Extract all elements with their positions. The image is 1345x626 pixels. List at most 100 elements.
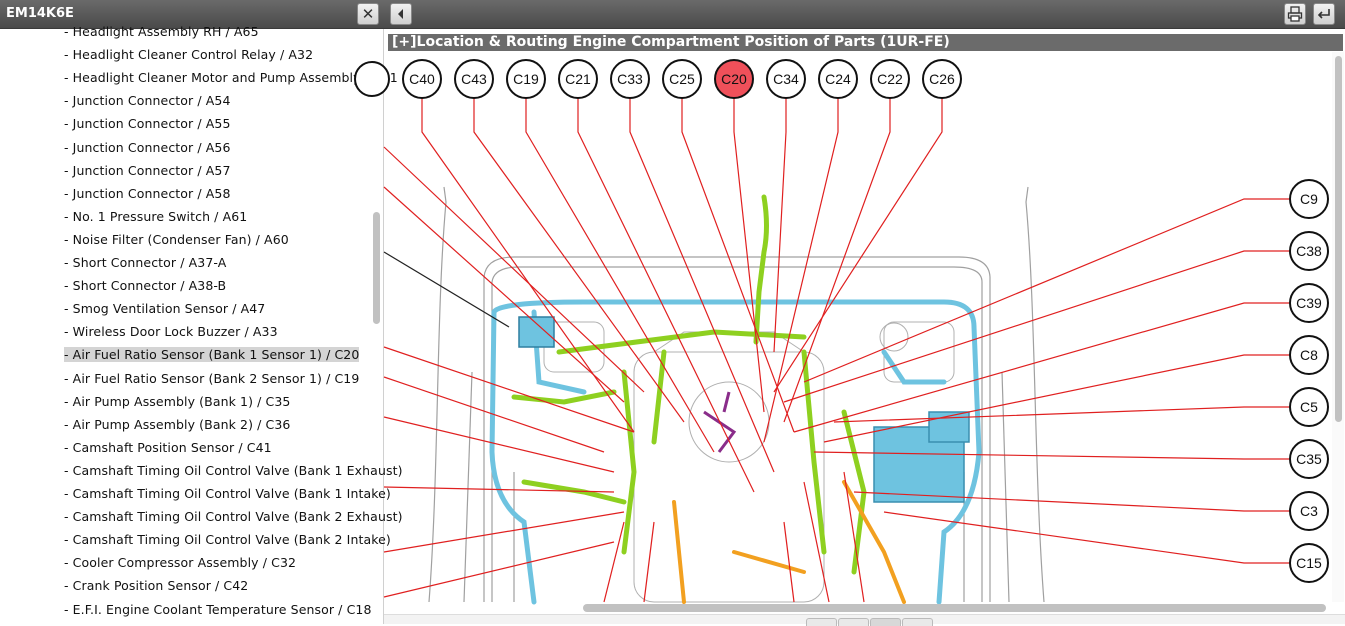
- connector-c40[interactable]: C40: [402, 59, 442, 99]
- parts-list-item-label: - Camshaft Timing Oil Control Valve (Ban…: [64, 462, 403, 478]
- parts-list-item[interactable]: - Junction Connector / A57: [64, 160, 370, 182]
- parts-list-item[interactable]: - Camshaft Timing Oil Control Valve (Ban…: [64, 483, 391, 505]
- wire-harness-orange: [672, 480, 906, 604]
- connector-c3[interactable]: C3: [1289, 491, 1329, 531]
- connector-c19[interactable]: C19: [506, 59, 546, 99]
- parts-list-item[interactable]: - Junction Connector / A54: [64, 90, 370, 112]
- diagram-title[interactable]: [+]Location & Routing Engine Compartment…: [392, 34, 950, 50]
- leader-line: [773, 97, 943, 393]
- leader-line: [383, 346, 635, 433]
- connector-c15[interactable]: C15: [1289, 543, 1329, 583]
- connector-c25[interactable]: C25: [662, 59, 702, 99]
- connector-c5[interactable]: C5: [1289, 387, 1329, 427]
- parts-list-item[interactable]: - Camshaft Timing Oil Control Valve (Ban…: [64, 460, 402, 482]
- leader-line: [733, 97, 765, 413]
- connector-circle: [1289, 335, 1329, 375]
- leader-line: [773, 97, 787, 353]
- leader-line: [421, 97, 635, 433]
- leader-line: [763, 97, 839, 443]
- leader-line: [783, 521, 795, 603]
- connector-c26[interactable]: C26: [922, 59, 962, 99]
- print-button[interactable]: [1284, 3, 1306, 25]
- parts-list-item[interactable]: - Camshaft Timing Oil Control Valve (Ban…: [64, 506, 402, 528]
- parts-list-item[interactable]: - Wireless Door Lock Buzzer / A33: [64, 321, 370, 343]
- close-button[interactable]: ✕: [357, 3, 379, 25]
- connector-label: C34: [773, 71, 799, 87]
- connector-label: C40: [409, 71, 435, 87]
- zoom-button-1[interactable]: [806, 618, 837, 626]
- parts-list-item[interactable]: - Junction Connector / A55: [64, 113, 370, 135]
- parts-list-item-label: - Junction Connector / A57: [64, 162, 231, 178]
- parts-list-item[interactable]: - No. 1 Pressure Switch / A61: [64, 206, 370, 228]
- connector-circle: [1289, 283, 1329, 323]
- connector-label: C5: [1300, 399, 1318, 415]
- parts-list-item[interactable]: - E.F.I. Engine Coolant Temperature Sens…: [64, 599, 371, 621]
- leader-line: [383, 486, 615, 493]
- parts-list-item[interactable]: - Camshaft Position Sensor / C41: [64, 437, 370, 459]
- parts-list-item[interactable]: - Headlight Cleaner Control Relay / A32: [64, 44, 370, 66]
- connector-c39[interactable]: C39: [1289, 283, 1329, 323]
- connector-c21[interactable]: C21: [558, 59, 598, 99]
- connector-circle: [870, 59, 910, 99]
- leader-line: [843, 471, 865, 603]
- connector-c20[interactable]: C20: [714, 59, 754, 99]
- parts-list-item-label: - Crank Position Sensor / C42: [64, 578, 249, 594]
- connector-partial-left[interactable]: [354, 61, 390, 97]
- parts-list-item[interactable]: - Noise Filter (Condenser Fan) / A60: [64, 229, 370, 251]
- connector-c35[interactable]: C35: [1289, 439, 1329, 479]
- parts-list-item-label: - Junction Connector / A55: [64, 116, 231, 132]
- parts-list-item[interactable]: - Air Pump Assembly (Bank 2) / C36: [64, 414, 370, 436]
- leader-line: [383, 541, 615, 598]
- connector-c22[interactable]: C22: [870, 59, 910, 99]
- connector-c24[interactable]: C24: [818, 59, 858, 99]
- connector-c9[interactable]: C9: [1289, 179, 1329, 219]
- connector-c38[interactable]: C38: [1289, 231, 1329, 271]
- connector-label: C39: [1296, 295, 1322, 311]
- connector-label: C26: [929, 71, 955, 87]
- back-button[interactable]: [390, 3, 412, 25]
- parts-list-item[interactable]: - Junction Connector / A58: [64, 183, 370, 205]
- parts-list-item[interactable]: - Cooler Compressor Assembly / C32: [64, 552, 370, 574]
- connector-label: C33: [617, 71, 643, 87]
- diagram-horizontal-scrollbar[interactable]: [583, 604, 1326, 612]
- connector-c43[interactable]: C43: [454, 59, 494, 99]
- zoom-button-3[interactable]: [870, 618, 901, 626]
- connector-label: C43: [461, 71, 487, 87]
- parts-list-item[interactable]: - Headlight Cleaner Motor and Pump Assem…: [64, 67, 398, 89]
- connector-markers: C40 C43 C19 C21 C33 C25 C20 C34 C24 C22 C26C9C38C3…: [402, 59, 1329, 583]
- parts-list-item-label: - Headlight Assembly RH / A65: [64, 24, 259, 39]
- left-list-scrollbar[interactable]: [373, 212, 380, 324]
- connector-circle: [506, 59, 546, 99]
- parts-list-item[interactable]: - Air Fuel Ratio Sensor (Bank 2 Sensor 1…: [64, 368, 370, 390]
- parts-list-item-label: - Noise Filter (Condenser Fan) / A60: [64, 231, 289, 247]
- parts-list-item[interactable]: - Headlight Assembly RH / A65: [64, 21, 370, 43]
- parts-list: - Headlight Assembly RH / A65 - Headlight…: [0, 24, 402, 624]
- parts-list-item-label: - Camshaft Timing Oil Control Valve (Ban…: [64, 486, 391, 501]
- chevron-left-icon: [398, 9, 403, 19]
- parts-list-item[interactable]: - Smog Ventilation Sensor / A47: [64, 298, 370, 320]
- zoom-button-2[interactable]: [838, 618, 869, 626]
- leader-line: [577, 97, 755, 493]
- connector-c8[interactable]: C8: [1289, 335, 1329, 375]
- parts-list-item[interactable]: - Crank Position Sensor / C42: [64, 575, 370, 597]
- leader-lines: [383, 97, 1290, 603]
- parts-list-item[interactable]: - Camshaft Timing Oil Control Valve (Ban…: [64, 529, 391, 551]
- connector-c34[interactable]: C34: [766, 59, 806, 99]
- parts-list-item[interactable]: - Air Pump Assembly (Bank 1) / C35: [64, 391, 370, 413]
- zoom-button-4[interactable]: [902, 618, 933, 626]
- parts-list-item-label: - Smog Ventilation Sensor / A47: [64, 301, 266, 317]
- parts-list-item[interactable]: - Junction Connector / A56: [64, 137, 370, 159]
- parts-list-item-label: - Short Connector / A38-B: [64, 278, 227, 294]
- diagram-vertical-scrollbar[interactable]: [1335, 56, 1342, 422]
- parts-list-item[interactable]: - Air Fuel Ratio Sensor (Bank 1 Sensor 1…: [64, 344, 370, 366]
- leader-line: [629, 97, 775, 473]
- leader-line: [823, 354, 1290, 443]
- parts-list-item[interactable]: - Short Connector / A38-B: [64, 275, 370, 297]
- parts-list-item-label: - Camshaft Timing Oil Control Valve (Ban…: [64, 532, 391, 548]
- connector-c33[interactable]: C33: [610, 59, 650, 99]
- leader-line: [813, 451, 1290, 460]
- leader-line: [783, 250, 1290, 403]
- return-button[interactable]: [1313, 3, 1335, 25]
- parts-list-item[interactable]: - Short Connector / A37-A: [64, 252, 370, 274]
